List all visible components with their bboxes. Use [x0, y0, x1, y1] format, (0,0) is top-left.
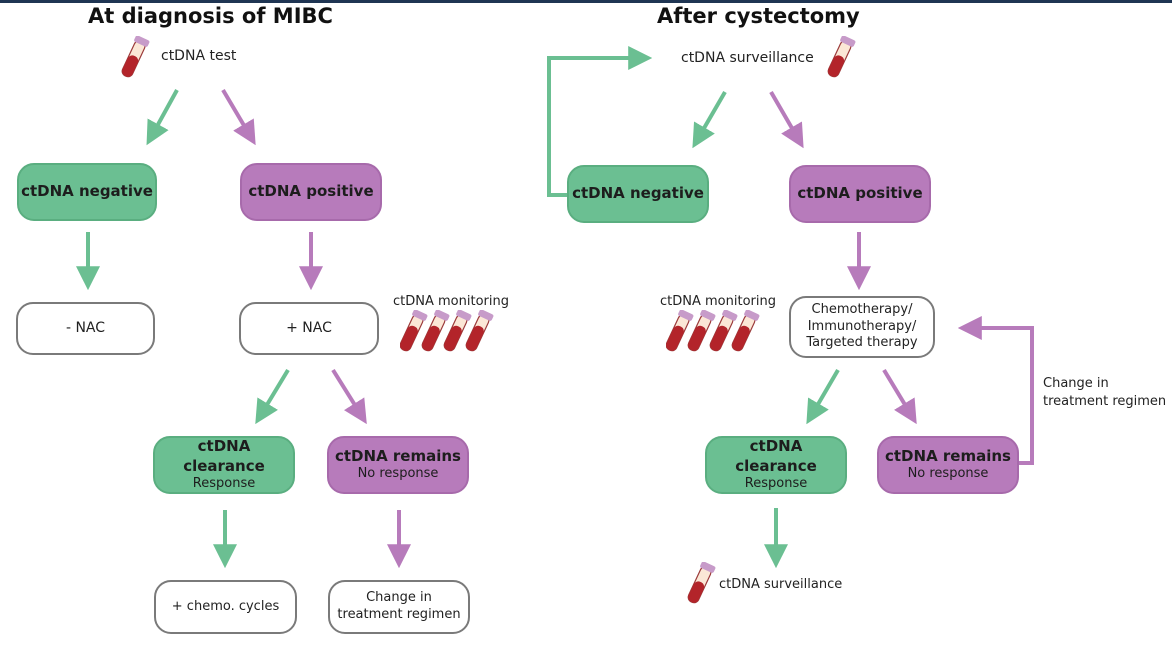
- node-label: ctDNA remains: [885, 446, 1011, 465]
- test-tube-icon: [400, 310, 494, 352]
- right-change-regimen-label: Change in treatment regimen: [1043, 375, 1166, 410]
- left-ctdna-remains-node: ctDNA remains No response: [327, 436, 469, 494]
- node-sublabel: No response: [907, 466, 989, 482]
- node-sublabel: No response: [357, 466, 439, 482]
- right-ctdna-positive-node: ctDNA positive: [789, 165, 931, 223]
- arrow-icon: [255, 368, 290, 425]
- arrow-icon: [146, 89, 179, 146]
- right-ctdna-negative-node: ctDNA negative: [567, 165, 709, 223]
- right-ctdna-clearance-node: ctDNA clearance Response: [705, 436, 847, 494]
- node-sublabel: Response: [192, 476, 256, 492]
- left-ctdna-monitoring-label: ctDNA monitoring: [393, 294, 509, 309]
- left-ctdna-clearance-node: ctDNA clearance Response: [153, 436, 295, 494]
- arrow-icon: [331, 368, 367, 425]
- node-label: + chemo. cycles: [171, 598, 280, 614]
- change-label-line1: Change in: [1043, 376, 1109, 391]
- node-label: ctDNA remains: [335, 446, 461, 465]
- node-label: ctDNA positive: [797, 184, 923, 203]
- node-label: ctDNA negative: [572, 184, 704, 203]
- node-label-line1: Change in: [366, 590, 432, 606]
- node-label-line2: treatment regimen: [337, 607, 461, 622]
- arrow-icon: [957, 316, 1034, 465]
- arrow-icon: [882, 368, 917, 425]
- right-ctdna-monitoring-label: ctDNA monitoring: [660, 294, 776, 309]
- test-tube-icon: [687, 562, 716, 604]
- arrow-icon: [692, 90, 727, 149]
- left-change-regimen-node: Change in treatment regimen: [328, 580, 470, 634]
- node-label-line3: Targeted therapy: [806, 335, 918, 351]
- node-sublabel: Response: [744, 476, 808, 492]
- left-ctdna-negative-node: ctDNA negative: [17, 163, 157, 221]
- test-tube-icon: [121, 36, 150, 78]
- test-tube-icon: [827, 36, 856, 78]
- bottom-ctdna-surveillance-label: ctDNA surveillance: [719, 577, 843, 592]
- heading-right: After cystectomy: [657, 4, 860, 28]
- node-label: ctDNA clearance: [735, 437, 817, 475]
- minus-nac-node: - NAC: [16, 302, 155, 355]
- change-label-line2: treatment regimen: [1043, 393, 1167, 409]
- node-label-line2: Immunotherapy/: [807, 318, 917, 334]
- node-label: - NAC: [65, 320, 106, 337]
- right-ctdna-remains-node: ctDNA remains No response: [877, 436, 1019, 494]
- ctdna-surveillance-label: ctDNA surveillance: [681, 50, 814, 66]
- arrow-icon: [806, 368, 840, 425]
- ctdna-test-label: ctDNA test: [161, 48, 237, 64]
- node-label-line1: Chemotherapy/: [811, 301, 913, 317]
- test-tube-icon: [666, 310, 760, 352]
- plus-nac-node: + NAC: [239, 302, 379, 355]
- arrow-icon: [769, 90, 804, 149]
- node-label: ctDNA clearance: [183, 437, 265, 475]
- heading-left: At diagnosis of MIBC: [88, 4, 333, 28]
- chemo-cycles-node: + chemo. cycles: [154, 580, 297, 634]
- therapy-node: Chemotherapy/ Immunotherapy/ Targeted th…: [789, 296, 935, 358]
- node-label: ctDNA negative: [21, 182, 153, 201]
- arrow-icon: [547, 46, 653, 197]
- left-ctdna-positive-node: ctDNA positive: [240, 163, 382, 221]
- top-border: [0, 0, 1172, 3]
- node-label: ctDNA positive: [248, 182, 374, 201]
- arrow-icon: [221, 88, 256, 146]
- node-label: + NAC: [286, 320, 332, 337]
